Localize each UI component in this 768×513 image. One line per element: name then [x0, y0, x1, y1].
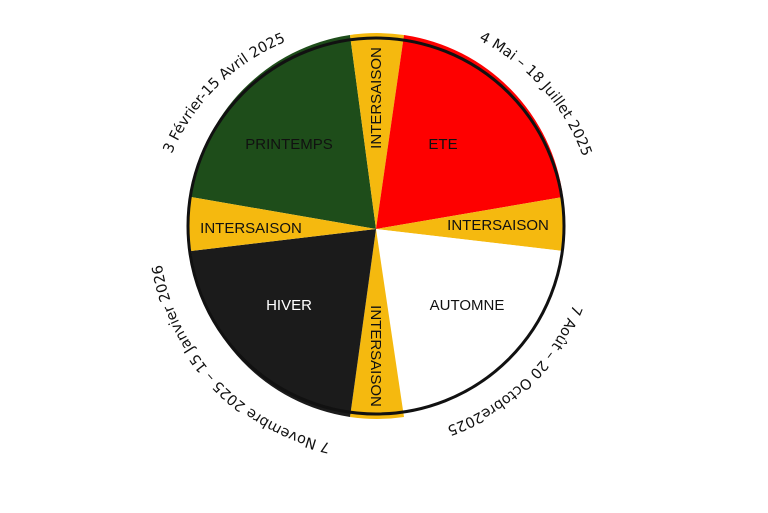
label-intersaison-right: INTERSAISON — [447, 217, 549, 234]
label-intersaison-bottom: INTERSAISON — [367, 305, 384, 407]
segment-intersaison-right — [376, 197, 565, 251]
label-intersaison-top: INTERSAISON — [368, 47, 385, 149]
label-intersaison-left: INTERSAISON — [200, 220, 302, 237]
segment-printemps — [191, 35, 376, 229]
segment-automne — [376, 229, 563, 417]
label-ete: ETE — [428, 136, 457, 153]
segment-hiver — [191, 229, 376, 417]
label-printemps: PRINTEMPS — [245, 136, 333, 153]
segment-ete — [376, 35, 563, 229]
label-automne: AUTOMNE — [430, 297, 505, 314]
segment-intersaison-top — [350, 33, 404, 230]
wheel-outline — [186, 36, 566, 416]
segment-labels: PRINTEMPS INTERSAISON ETE INTERSAISON AU… — [200, 47, 549, 407]
wheel-segments — [189, 33, 565, 419]
label-hiver: HIVER — [266, 297, 312, 314]
segment-intersaison-bottom — [350, 229, 404, 419]
segment-intersaison-left — [189, 197, 376, 251]
